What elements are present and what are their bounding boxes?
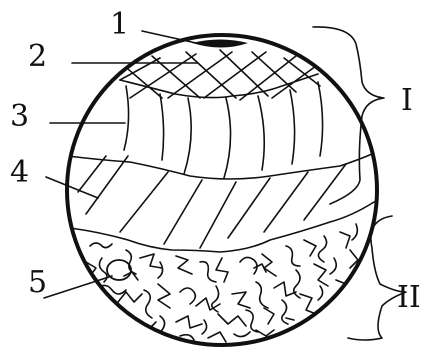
label-2: 2 — [28, 39, 47, 74]
circle-contents — [68, 50, 374, 342]
label-4: 4 — [10, 155, 29, 190]
region-label-2: II — [397, 280, 421, 315]
leader-line-4 — [46, 177, 98, 198]
layer4-lower-boundary — [70, 202, 374, 252]
squiggle-layer — [86, 224, 358, 342]
brace-region-1 — [313, 27, 384, 204]
label-5: 5 — [28, 265, 47, 300]
region-label-1: I — [401, 83, 413, 118]
main-circle — [67, 35, 377, 345]
diagonal-strokes-layer — [78, 156, 346, 248]
label-3: 3 — [10, 99, 29, 134]
label-1: 1 — [110, 7, 129, 42]
